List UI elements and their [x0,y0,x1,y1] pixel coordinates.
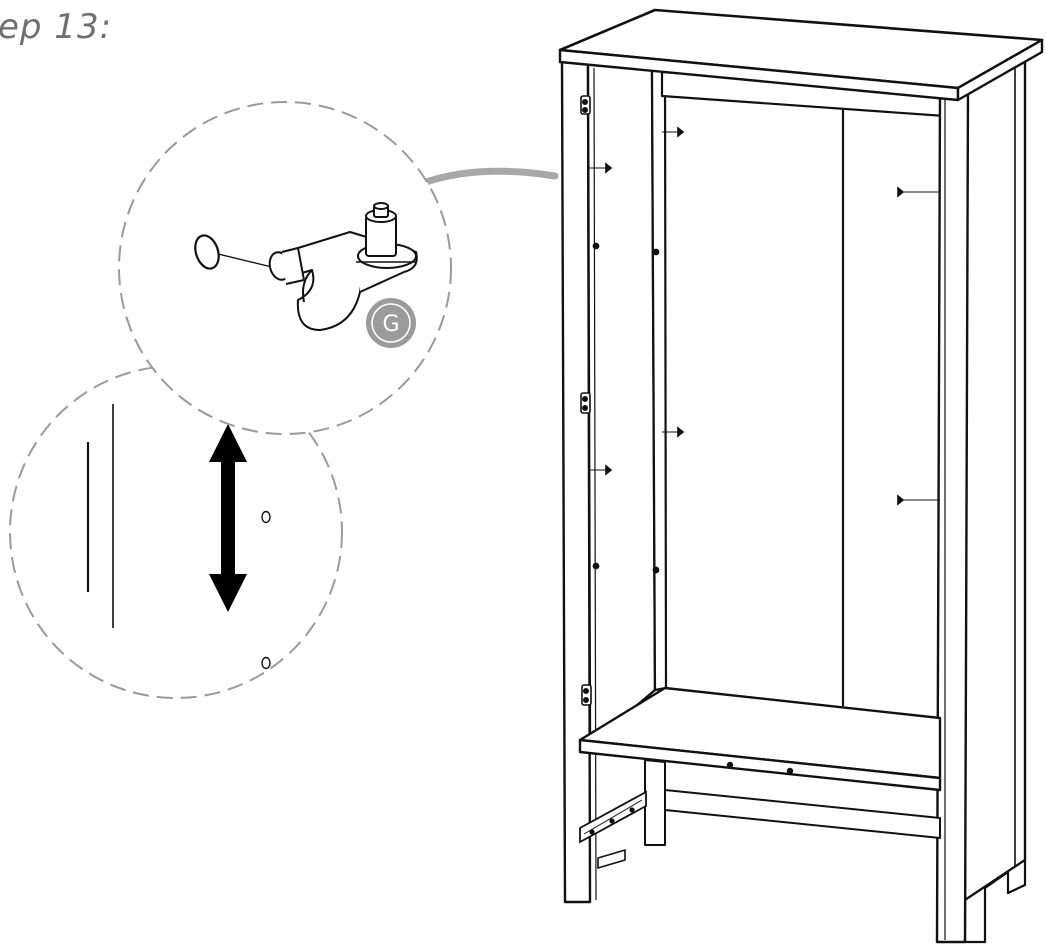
callout-connector [422,167,559,186]
detail-circle-shelf-support: G [118,101,452,435]
part-label-text: G [382,312,399,337]
step-title: ep 13: [0,7,113,47]
cabinet-right-front-post [935,88,970,944]
peg-hole [786,767,794,775]
shelf-hole [261,656,271,670]
shelf-pin-left-upper [588,162,613,174]
hinge-fitting-bottom [581,684,592,706]
cabinet-back-panel [655,72,945,718]
drawer-runner-rail [579,790,647,844]
cabinet-bottom-rail [664,789,941,839]
peg-hole [592,562,600,570]
shelf-hole [261,510,271,524]
cabinet-right-side [963,56,1027,902]
peg-hole [592,242,600,250]
shelf-pin-divider-lower [662,426,685,438]
hinge-fitting-middle [580,392,591,414]
hinge-fitting-top [580,95,591,115]
cabinet-left-post [560,60,592,904]
cabinet-middle-divider [650,68,668,692]
insertion-guide-line [217,253,277,269]
peg-hole [726,761,734,769]
shelf-pin-right-upper [897,186,940,198]
cabinet-hardware [579,95,940,844]
adjust-height-arrow-icon [209,424,247,612]
insertion-hole [194,234,220,270]
peg-hole [652,566,660,574]
shelf-support-peg-icon [268,202,418,331]
shelf-pin-right-lower [897,494,940,506]
shelf-pin-left-lower [588,464,613,476]
cabinet [558,8,1044,944]
cabinet-left-inner-panel [586,62,657,747]
shelf-pin-divider-upper [662,126,685,138]
part-label-badge: G [366,298,416,348]
peg-hole [652,248,660,256]
